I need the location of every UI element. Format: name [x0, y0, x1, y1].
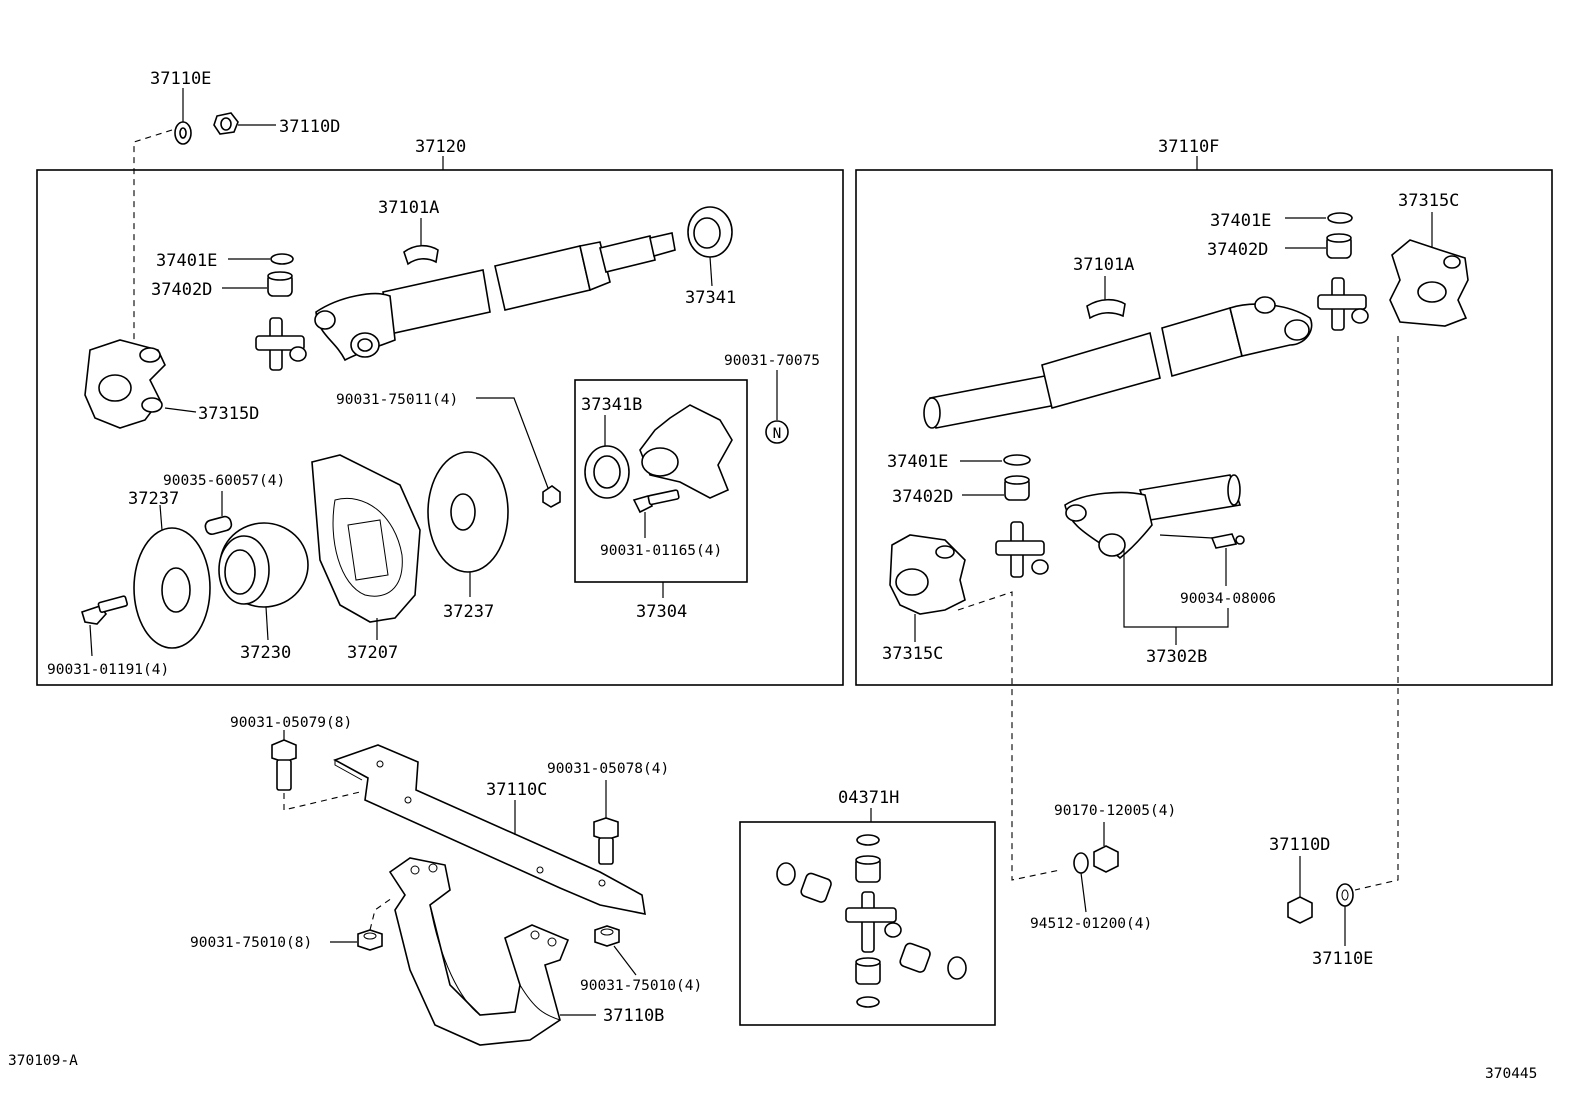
label-37401E-right1: 37401E [1210, 211, 1271, 231]
label-37101A-left: 37101A [378, 198, 439, 218]
center-bearing-37230 [218, 522, 309, 608]
label-90031-01165: 90031-01165(4) [600, 543, 722, 559]
label-90031-75010-8: 90031-75010(8) [190, 935, 312, 951]
bracket-37110C [333, 744, 646, 916]
nut-37110D-bottom [1287, 896, 1313, 924]
nut-90170-12005 [1093, 845, 1119, 873]
label-90035-60057: 90035-60057(4) [163, 473, 285, 489]
cushion-37207 [311, 454, 421, 623]
oil-seal-37341B [584, 445, 630, 499]
snap-ring-37401E-left [270, 253, 294, 265]
yoke-flange-37315C-top [1389, 239, 1469, 327]
label-370445: 370445 [1485, 1066, 1537, 1082]
label-37402D-right2: 37402D [892, 487, 953, 507]
washer-37110E-top [174, 121, 192, 145]
washer-94512-01200 [1073, 852, 1089, 874]
washer-37110E-bottom [1336, 883, 1354, 907]
washer-37237-right [427, 451, 509, 573]
label-90170-12005: 90170-12005(4) [1054, 803, 1176, 819]
propeller-shaft-rear [923, 296, 1313, 429]
balance-weight-37101A-left [403, 244, 439, 266]
hanger-strap-37110B [388, 857, 570, 1046]
label-37110E-top: 37110E [150, 69, 211, 89]
washer-37237-left [133, 527, 211, 649]
label-37110F: 37110F [1158, 137, 1219, 157]
nut-90031-75010-4 [594, 925, 620, 947]
yoke-flange-37315C-bottom [889, 534, 966, 615]
assembly-frame-37110F [855, 169, 1553, 686]
label-37341: 37341 [685, 288, 736, 308]
label-37315D: 37315D [198, 404, 259, 424]
label-37302B: 37302B [1146, 647, 1207, 667]
label-37315C-top: 37315C [1398, 191, 1459, 211]
bolt-90031-01191 [81, 595, 128, 625]
label-37110D-bottom: 37110D [1269, 835, 1330, 855]
label-90031-05078: 90031-05078(4) [547, 761, 669, 777]
label-37401E-right2: 37401E [887, 452, 948, 472]
pin-90035-60057 [204, 515, 233, 535]
label-37401E-left: 37401E [156, 251, 217, 271]
label-37230: 37230 [240, 643, 291, 663]
label-37237-left: 37237 [128, 489, 179, 509]
label-90031-70075: 90031-70075 [724, 353, 820, 369]
label-90031-75010-4: 90031-75010(4) [580, 978, 702, 994]
label-90031-05079: 90031-05079(8) [230, 715, 352, 731]
nut-37110D-top [213, 112, 239, 135]
subassembly-frame-04371H [739, 821, 996, 1026]
spider-left [255, 317, 307, 371]
yoke-flange-37315D [84, 339, 166, 429]
dust-seal-37341 [687, 206, 733, 258]
label-37304: 37304 [636, 602, 687, 622]
sleeve-yoke-37302B [1064, 474, 1242, 560]
label-37110C: 37110C [486, 780, 547, 800]
bolt-90031-05079 [271, 739, 297, 791]
label-04371H: 04371H [838, 788, 899, 808]
label-37110E-bottom: 37110E [1312, 949, 1373, 969]
bolt-90031-01165 [632, 489, 680, 514]
nut-90031-75011 [542, 485, 561, 508]
nut-90031-75010-8 [357, 929, 383, 951]
label-94512-01200: 94512-01200(4) [1030, 916, 1152, 932]
bolt-90031-05078 [593, 817, 619, 865]
subassembly-frame-37304 [574, 379, 748, 583]
n-marker-text: N [773, 426, 782, 442]
n-marker: N [765, 420, 789, 444]
label-37402D-left: 37402D [151, 280, 212, 300]
label-37315C-bottom: 37315C [882, 644, 943, 664]
ujoint-kit-04371H [776, 834, 967, 1008]
bearing-37402D-left [267, 271, 293, 297]
flange-37304 [639, 404, 733, 499]
label-37110D-top: 37110D [279, 117, 340, 137]
assembly-frame-37120 [36, 169, 844, 686]
bearing-37402D-right1 [1326, 233, 1352, 259]
label-90031-75011: 90031-75011(4) [336, 392, 458, 408]
label-37101A-right: 37101A [1073, 255, 1134, 275]
spider-right1 [1317, 277, 1369, 331]
label-37341B: 37341B [581, 395, 642, 415]
label-37207: 37207 [347, 643, 398, 663]
label-370109-A: 370109-A [8, 1053, 78, 1069]
balance-weight-37101A-right [1086, 298, 1126, 320]
label-90034-08006: 90034-08006 [1180, 591, 1276, 607]
propeller-shaft-front [314, 232, 676, 362]
snap-ring-37401E-right1 [1327, 212, 1353, 224]
label-37237-right: 37237 [443, 602, 494, 622]
label-37110B: 37110B [603, 1006, 664, 1026]
label-37402D-right1: 37402D [1207, 240, 1268, 260]
grease-fitting-90034-08006 [1210, 533, 1245, 549]
label-90031-01191: 90031-01191(4) [47, 662, 169, 678]
spider-right2 [995, 521, 1049, 578]
label-37120: 37120 [415, 137, 466, 157]
bearing-37402D-right2 [1004, 475, 1030, 501]
snap-ring-37401E-right2 [1003, 454, 1031, 466]
